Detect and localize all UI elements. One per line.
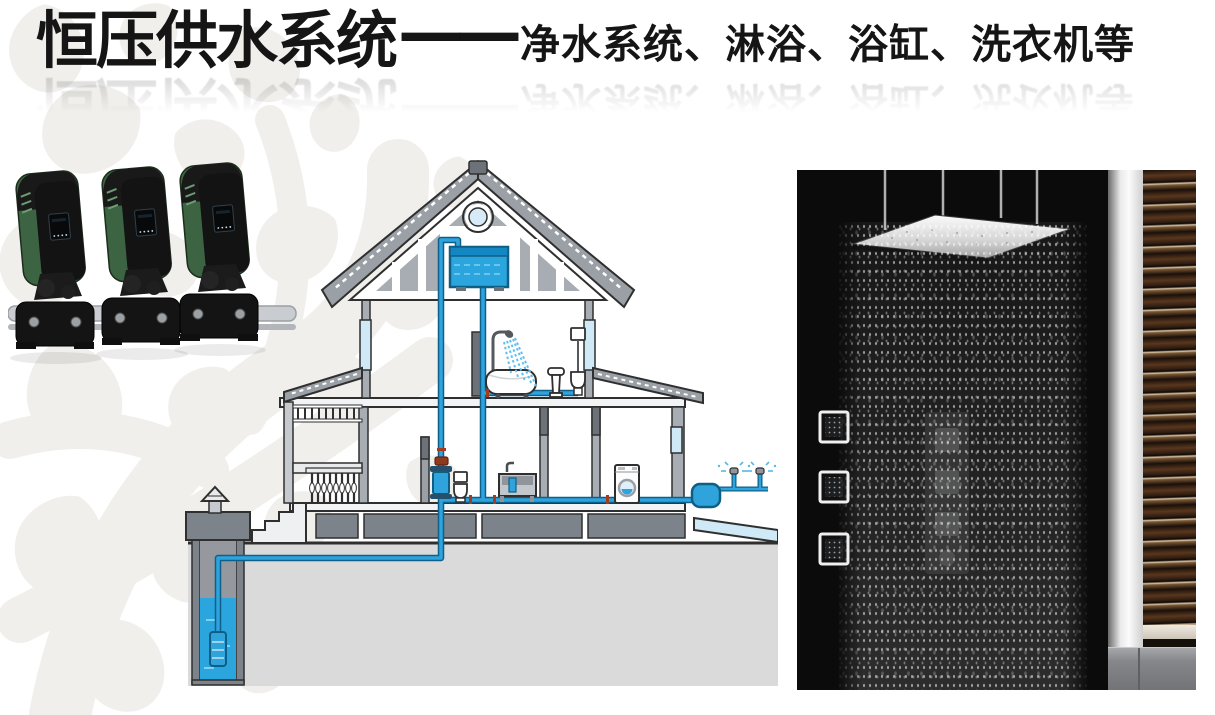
- window-sill: [1143, 625, 1196, 641]
- submersible-pump: [209, 631, 227, 667]
- left-window: [359, 319, 372, 371]
- window-blinds: [1143, 170, 1196, 625]
- well-cap: [185, 511, 251, 541]
- stairs: [251, 502, 307, 544]
- pipe-valves: [437, 448, 609, 504]
- ground-floor-slab: [289, 502, 686, 512]
- water-channel: [693, 516, 778, 544]
- house-water-diagram: [185, 160, 778, 686]
- title-dash-reflection: ——: [398, 75, 515, 152]
- title-subtitle: 净水系统、淋浴、浴缸、洗衣机等: [520, 22, 1136, 68]
- porch-post: [283, 401, 294, 504]
- roof: [320, 160, 636, 309]
- title-reflection: 恒压供水系统——净水系统、淋浴、浴缸、洗衣机等: [36, 66, 1136, 152]
- house-structure: [251, 160, 704, 544]
- title-main-reflection: 恒压供水系统: [36, 69, 397, 143]
- bathroom-floor: [1108, 647, 1196, 690]
- garden-sprinklers: [717, 461, 777, 475]
- slide-title: 恒压供水系统——净水系统、淋浴、浴缸、洗衣机等: [36, 0, 1135, 80]
- title-dash: ——: [398, 0, 522, 71]
- pedestal-sink: [547, 367, 565, 398]
- bathroom-wall-strip: [1108, 170, 1143, 647]
- toilet-downstairs: [453, 471, 468, 503]
- rain-shower-photo: [797, 170, 1196, 690]
- title-subtitle-reflection: 净水系统、淋浴、浴缸、洗衣机等: [520, 78, 1136, 124]
- ground-soil: [188, 516, 778, 686]
- water-filter: [430, 456, 452, 499]
- valve: [486, 389, 489, 397]
- ground-floor-walls: [358, 406, 685, 504]
- kitchen-sink: [498, 461, 537, 502]
- well-vent: [199, 485, 231, 502]
- balcony-railing: [292, 418, 363, 423]
- pump-unit: [9, 168, 103, 365]
- title-main: 恒压供水系统: [36, 3, 398, 77]
- foundation: [315, 513, 686, 539]
- slide-title-block: 恒压供水系统——净水系统、淋浴、浴缸、洗衣机等 恒压供水系统——净水系统、淋浴、…: [36, 0, 1136, 152]
- round-window: [468, 207, 488, 227]
- porch-roofs: [283, 366, 704, 405]
- toilet-upstairs: [570, 327, 586, 396]
- ground-floor-fixtures: [430, 448, 777, 509]
- bathroom-fixtures: [485, 327, 586, 399]
- blinds-frame: [1143, 639, 1196, 649]
- pump-unit: [95, 164, 189, 361]
- bathroom-wall: [471, 331, 482, 397]
- supply-pipe: [216, 238, 460, 638]
- floor-tile-line: [1138, 648, 1140, 690]
- falling-water-streams: [837, 222, 1089, 690]
- pressure-tank: [690, 482, 722, 509]
- porch: [283, 401, 363, 504]
- right-window: [583, 319, 596, 371]
- shower-spray: [503, 337, 538, 389]
- ground-window: [670, 426, 683, 454]
- booster-pumps-photo: [8, 160, 297, 365]
- bathtub: [485, 369, 537, 395]
- shower-head: [504, 330, 514, 338]
- shower-rods: [883, 170, 1039, 230]
- well: [185, 485, 251, 686]
- attic-water-tank: [448, 245, 510, 291]
- washing-machine: [614, 464, 640, 504]
- water-pipes: [214, 236, 768, 638]
